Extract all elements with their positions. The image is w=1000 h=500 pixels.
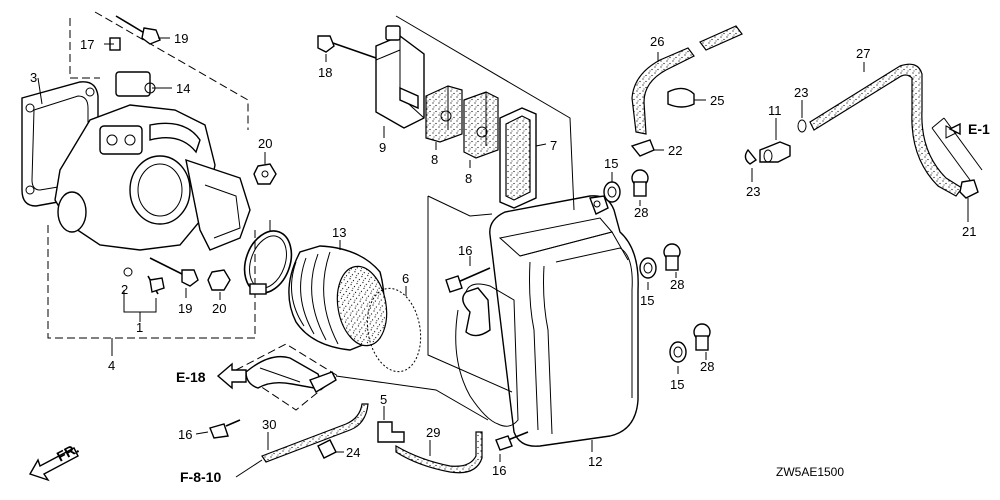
callout-20a: 20 — [258, 136, 272, 151]
callout-15a: 15 — [604, 156, 618, 171]
callout-28b: 28 — [670, 277, 684, 292]
grommet-collar-group — [603, 169, 711, 374]
air-cleaner-case-part-12 — [455, 195, 639, 452]
seal-ring-part-6 — [366, 287, 422, 373]
filter-group — [317, 15, 575, 393]
reference-f810: F-8-10 — [180, 469, 221, 485]
callout-20b: 20 — [212, 301, 226, 316]
callout-24: 24 — [346, 445, 360, 460]
reference-e1: E-1 — [968, 121, 990, 137]
callout-15b: 15 — [640, 293, 654, 308]
reference-arrow-e18 — [216, 362, 247, 390]
callout-23b: 23 — [746, 184, 760, 199]
callout-5: 5 — [380, 392, 387, 407]
callout-9: 9 — [379, 140, 386, 155]
callout-22: 22 — [668, 143, 682, 158]
filter-element-part-8b — [463, 91, 499, 159]
callout-15c: 15 — [670, 377, 684, 392]
callout-25: 25 — [710, 93, 724, 108]
reference-e18: E-18 — [176, 369, 206, 385]
callout-1: 1 — [136, 320, 143, 335]
callout-12: 12 — [588, 454, 602, 469]
callout-2: 2 — [121, 282, 128, 297]
filter-element-part-8a — [425, 85, 463, 143]
callout-13: 13 — [332, 225, 346, 240]
callout-6: 6 — [402, 271, 409, 286]
callout-29: 29 — [426, 425, 440, 440]
right-hose-group — [630, 25, 983, 222]
callout-7: 7 — [550, 138, 557, 153]
intake-group — [243, 220, 422, 373]
callout-17: 17 — [80, 37, 94, 52]
callout-14: 14 — [176, 81, 190, 96]
throttle-body-group — [21, 11, 277, 356]
callout-4: 4 — [108, 358, 115, 373]
front-direction-arrow — [28, 447, 79, 482]
callout-19b: 19 — [178, 301, 192, 316]
callout-11: 11 — [768, 103, 782, 118]
drawing-code: ZW5AE1500 — [776, 465, 844, 479]
callout-18: 18 — [318, 65, 332, 80]
callout-30: 30 — [262, 417, 276, 432]
callout-16a: 16 — [458, 243, 472, 258]
callout-21: 21 — [962, 224, 976, 239]
callout-labels: 1 2 3 4 5 6 7 8 8 9 11 12 13 14 15 15 15… — [30, 31, 976, 478]
callout-16c: 16 — [178, 427, 192, 442]
breather-hose-part-29 — [395, 431, 483, 474]
callout-26: 26 — [650, 34, 664, 49]
breather-group — [216, 343, 489, 474]
callout-8a: 8 — [431, 152, 438, 167]
bolt-group-16 — [195, 256, 529, 462]
callout-19a: 19 — [174, 31, 188, 46]
callout-28c: 28 — [700, 359, 714, 374]
callout-16b: 16 — [492, 463, 506, 478]
callout-28a: 28 — [634, 205, 648, 220]
callout-23a: 23 — [794, 85, 808, 100]
callout-27: 27 — [856, 46, 870, 61]
hose-part-27 — [809, 63, 963, 197]
callout-8b: 8 — [465, 171, 472, 186]
callout-3: 3 — [30, 70, 37, 85]
hose-part-26 — [631, 47, 695, 135]
breather-hose-part-30 — [261, 403, 369, 463]
